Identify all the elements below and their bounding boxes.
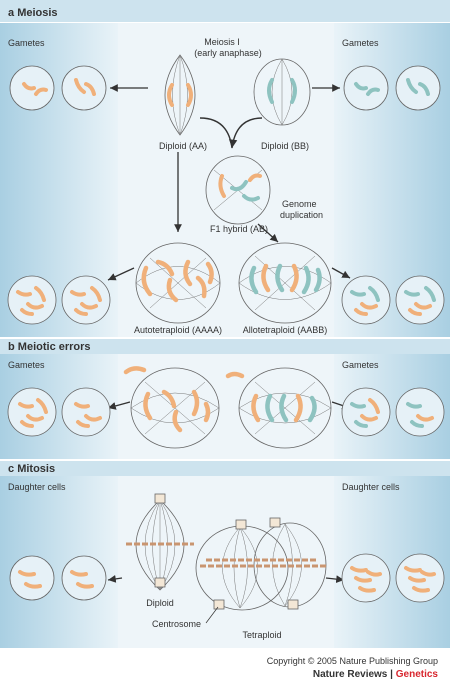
duplication-label: duplication bbox=[280, 210, 323, 220]
panel-a-right-label: Gametes bbox=[342, 38, 379, 48]
merge-arrow bbox=[199, 117, 263, 148]
arrow-left-auto bbox=[107, 267, 135, 281]
meiosis-i-label: Meiosis I bbox=[204, 37, 240, 47]
meiosis-cell-bb bbox=[253, 58, 311, 126]
copyright-line: Copyright © 2005 Nature Publishing Group bbox=[266, 656, 438, 666]
mitosis-diploid-spindle bbox=[126, 499, 194, 591]
panel-b-left-label: Gametes bbox=[8, 360, 45, 370]
gametes-a-bottom-left bbox=[7, 275, 111, 325]
f1-hybrid-label: F1 hybrid (AB) bbox=[210, 224, 268, 234]
daughter-cells-right bbox=[341, 553, 445, 603]
f1-hybrid-cell bbox=[205, 155, 271, 225]
gametes-b-left bbox=[7, 387, 111, 437]
meiotic-error-cell-right bbox=[225, 367, 332, 449]
panel-b-title: b Meiotic errors bbox=[8, 341, 91, 353]
gametes-a-top-right bbox=[343, 65, 441, 111]
panel-a-left-label: Gametes bbox=[8, 38, 45, 48]
panel-c-right-label: Daughter cells bbox=[342, 482, 400, 492]
arrow-right-c bbox=[325, 575, 345, 584]
meiotic-error-cell-left bbox=[123, 366, 220, 449]
brand-accent: Genetics bbox=[395, 669, 438, 680]
centrosome-icon bbox=[154, 493, 166, 588]
gametes-a-bottom-right bbox=[341, 275, 445, 325]
gametes-b-right bbox=[341, 387, 445, 437]
mitosis-tetraploid-spindle bbox=[195, 517, 327, 611]
autotetraploid-cell bbox=[135, 242, 221, 324]
genome-label: Genome bbox=[282, 199, 317, 209]
arrow-left-b bbox=[107, 401, 131, 410]
centrosome-label: Centrosome bbox=[152, 619, 201, 629]
arrow-left-c bbox=[107, 575, 123, 583]
tetraploid-label: Tetraploid bbox=[242, 630, 281, 640]
journal-brand: Nature Reviews | Genetics bbox=[313, 669, 438, 680]
diploid-bb-label: Diploid (BB) bbox=[261, 141, 309, 151]
brand-separator: | bbox=[390, 669, 393, 680]
allotetraploid-label: Allotetraploid (AABB) bbox=[243, 325, 328, 335]
diploid-label: Diploid bbox=[146, 598, 174, 608]
brand-name: Nature Reviews bbox=[312, 669, 388, 680]
allotetraploid-cell bbox=[238, 242, 332, 324]
autotetraploid-label: Autotetraploid (AAAA) bbox=[134, 325, 222, 335]
panel-b-right-label: Gametes bbox=[342, 360, 379, 370]
gametes-a-top-left bbox=[9, 65, 107, 111]
panel-a-title: a Meiosis bbox=[8, 7, 58, 19]
early-anaphase-label: (early anaphase) bbox=[194, 48, 262, 58]
centrosome-pointer bbox=[205, 606, 219, 624]
panel-c-left-label: Daughter cells bbox=[8, 482, 66, 492]
diploid-aa-label: Diploid (AA) bbox=[159, 141, 207, 151]
meiosis-cell-aa bbox=[164, 54, 196, 136]
panel-c-title: c Mitosis bbox=[8, 463, 55, 475]
arrow-to-allo bbox=[257, 223, 279, 243]
daughter-cells-left bbox=[9, 555, 107, 601]
arrow-right-allo bbox=[331, 267, 351, 279]
